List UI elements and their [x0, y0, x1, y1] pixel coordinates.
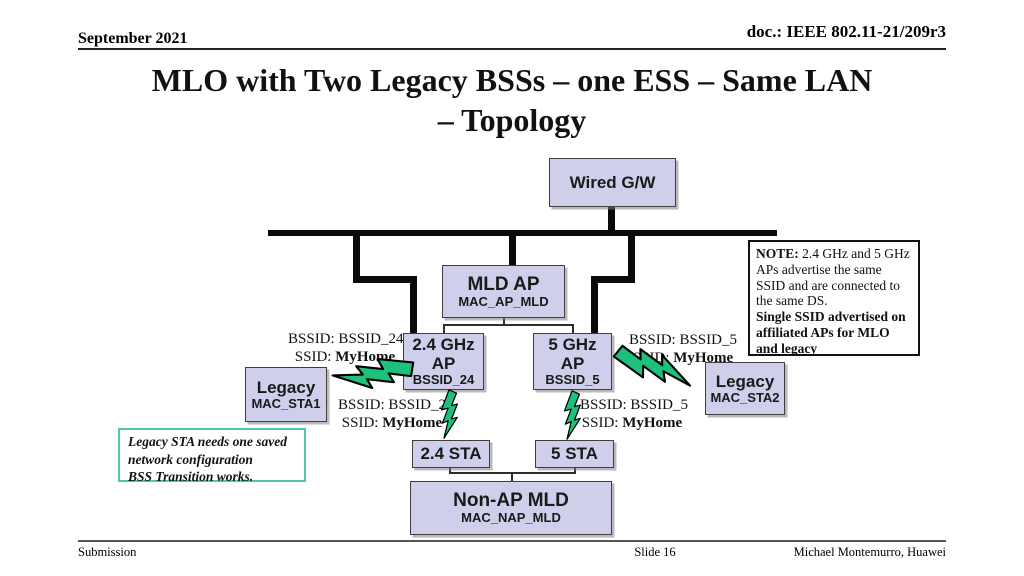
- footer-slide-number: Slide 16: [634, 545, 676, 559]
- node-ap-24ghz: 2.4 GHz AP BSSID_24: [403, 333, 484, 390]
- connector-left-elbow: [353, 276, 417, 283]
- lan-bus-line: [268, 230, 777, 236]
- connector-gw-drop: [608, 207, 615, 231]
- lightning-bolt-icon: [562, 389, 582, 441]
- node-ap-5ghz-line1: 5 GHz: [548, 335, 597, 355]
- label-sta5-bssid-ssid: BSSID: BSSID_5 SSID: MyHome: [580, 396, 688, 432]
- footer-submission: Submission: [78, 545, 137, 559]
- node-wired-gateway: Wired G/W: [549, 158, 676, 207]
- connector-left-to-ap24: [410, 276, 417, 334]
- note-box: NOTE: 2.4 GHz and 5 GHz APs advertise th…: [748, 240, 920, 356]
- node-legacy-sta2-mac: MAC_STA2: [710, 389, 780, 405]
- node-non-ap-mld: Non-AP MLD MAC_NAP_MLD: [410, 481, 612, 535]
- connector-right-drop: [628, 236, 635, 283]
- note-bold-body: Single SSID advertised on affiliated APs…: [756, 309, 906, 356]
- label-sta24-bssid: BSSID: BSSID_24: [338, 397, 454, 413]
- bracket-mldap-right-stub: [572, 324, 574, 334]
- footer-divider: [78, 540, 946, 542]
- node-legacy-sta2-label: Legacy: [715, 371, 775, 391]
- connector-right-to-ap5: [591, 276, 598, 334]
- connector-right-elbow: [591, 276, 635, 283]
- bracket-mldap-stub: [503, 318, 505, 325]
- slide-title-line2: – Topology: [437, 102, 587, 138]
- label-sta5-bssid: BSSID: BSSID_5: [580, 397, 688, 413]
- header-divider: [78, 48, 946, 50]
- bracket-sta24-stub: [449, 468, 451, 474]
- node-non-ap-mld-mac: MAC_NAP_MLD: [461, 510, 561, 526]
- node-sta-5-label: 5 STA: [551, 444, 598, 464]
- node-sta-5: 5 STA: [535, 440, 614, 468]
- slide-title-line1: MLO with Two Legacy BSSs – one ESS – Sam…: [151, 62, 873, 98]
- node-sta-24: 2.4 STA: [412, 440, 490, 468]
- node-ap-5ghz-line2: AP: [560, 354, 585, 374]
- bracket-nonap-stub: [511, 472, 513, 482]
- node-ap-24ghz-line1: 2.4 GHz: [412, 335, 475, 355]
- label-ap5-bssid: BSSID: BSSID_5: [629, 332, 737, 348]
- node-legacy-sta2: Legacy MAC_STA2: [705, 362, 785, 415]
- lightning-bolt-icon: [608, 340, 698, 395]
- footer-author: Michael Montemurro, Huawei: [793, 545, 946, 559]
- bracket-mldap-left-stub: [443, 324, 445, 334]
- node-ap-24ghz-bssid: BSSID_24: [412, 372, 475, 388]
- node-legacy-sta1: Legacy MAC_STA1: [245, 367, 327, 422]
- lightning-bolt-icon: [439, 388, 459, 440]
- header-date: September 2021: [78, 30, 188, 47]
- connector-center-to-mldap: [509, 236, 516, 266]
- label-sta24-ssid: SSID: MyHome: [341, 415, 443, 431]
- legacy-sta-callout: Legacy STA needs one saved network confi…: [118, 428, 306, 484]
- bracket-mldap-bar: [443, 324, 574, 326]
- node-sta-24-label: 2.4 STA: [420, 444, 482, 464]
- note-body: 2.4 GHz and 5 GHz APs advertise the same…: [756, 246, 910, 309]
- node-mld-ap-mac: MAC_AP_MLD: [458, 293, 549, 309]
- slide-title: MLO with Two Legacy BSSs – one ESS – Sam…: [0, 60, 1024, 140]
- node-ap-24ghz-line2: AP: [431, 354, 456, 374]
- label-sta24-bssid-ssid: BSSID: BSSID_24 SSID: MyHome: [338, 396, 454, 432]
- label-sta5-ssid: SSID: MyHome: [581, 415, 683, 431]
- node-non-ap-mld-label: Non-AP MLD: [453, 490, 569, 512]
- lightning-bolt-icon: [329, 346, 419, 401]
- bracket-sta5-stub: [574, 468, 576, 474]
- node-legacy-sta1-mac: MAC_STA1: [251, 395, 321, 411]
- callout-line2: network configuration: [128, 451, 253, 467]
- connector-left-drop: [353, 236, 360, 283]
- node-wired-gateway-label: Wired G/W: [569, 172, 656, 192]
- callout-line1: Legacy STA needs one saved: [128, 434, 287, 449]
- node-legacy-sta1-label: Legacy: [256, 377, 316, 397]
- label-ap24-bssid-ssid: BSSID: BSSID_24 SSID: MyHome: [288, 330, 404, 366]
- label-ap24-bssid: BSSID: BSSID_24: [288, 331, 404, 347]
- node-mld-ap: MLD AP MAC_AP_MLD: [442, 265, 565, 318]
- header-doc-number: doc.: IEEE 802.11-21/209r3: [746, 22, 946, 41]
- note-prefix: NOTE:: [756, 246, 799, 261]
- node-ap-5ghz-bssid: BSSID_5: [545, 372, 600, 388]
- node-ap-5ghz: 5 GHz AP BSSID_5: [533, 333, 612, 390]
- node-mld-ap-label: MLD AP: [467, 273, 540, 295]
- callout-line3: BSS Transition works.: [128, 469, 254, 485]
